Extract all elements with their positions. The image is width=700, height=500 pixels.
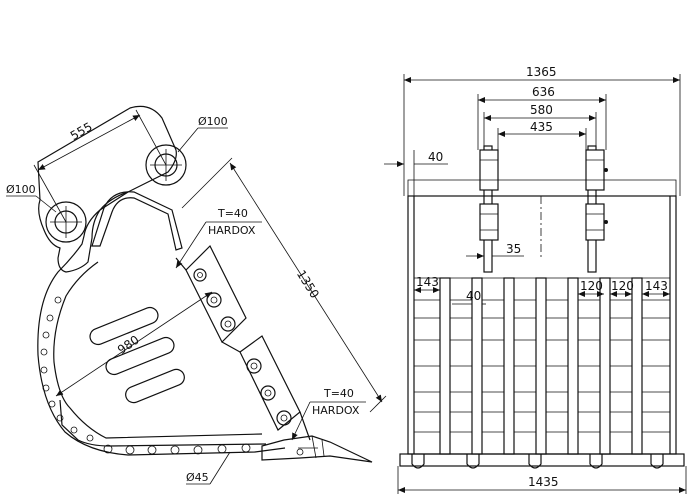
side-slots: [89, 306, 185, 404]
dim-phi100-top-label: Ø100: [198, 115, 228, 128]
dim-980: 980: [55, 291, 213, 397]
dim-1350-label: 1350: [294, 268, 322, 301]
dim-435: 435: [497, 120, 587, 150]
dim-phi45: Ø45: [186, 451, 231, 485]
dim-phi45-label: Ø45: [186, 471, 209, 484]
tine-plate-lower: [239, 335, 301, 431]
hardox-bottom-label: HARDOX: [312, 404, 360, 417]
dim-phi100-left: Ø100: [6, 183, 57, 213]
dim-143-left-label: 143: [416, 275, 439, 289]
bottom-bolt-holes: [103, 443, 251, 455]
dim-35: 35: [466, 242, 524, 259]
t40-top-label: T=40: [217, 207, 248, 220]
dim-40-left: 40: [384, 150, 448, 196]
mount-bracket-plate: [37, 105, 177, 273]
edge-bolt-holes: [40, 296, 94, 442]
dim-1435: 1435: [397, 466, 687, 494]
dim-1365-label: 1365: [526, 65, 557, 79]
dim-120-a-label: 120: [580, 279, 603, 293]
dim-1435-label: 1435: [528, 475, 559, 489]
dim-35-label: 35: [506, 242, 521, 256]
bucket-lip-line: [175, 257, 311, 441]
dim-435-label: 435: [530, 120, 553, 134]
bucket-inner-outline: [53, 261, 263, 439]
dim-143-right-label: 143: [645, 279, 668, 293]
front-view: 1365 636 580 435 40: [384, 65, 687, 494]
tine-plate-upper: [185, 244, 247, 344]
dim-555-label: 555: [68, 119, 95, 143]
side-view: 555 Ø100 Ø100 T=40 HARDOX 1350: [6, 105, 387, 485]
dim-phi100-top: Ø100: [177, 115, 228, 153]
dim-580: 580: [483, 103, 597, 146]
t40-bottom-label: T=40: [323, 387, 354, 400]
front-cutting-edge: [399, 453, 685, 469]
hardox-top-label: HARDOX: [208, 224, 256, 237]
dim-580-label: 580: [530, 103, 553, 117]
bucket-outer-outline: [37, 191, 286, 456]
dim-phi100-left-label: Ø100: [6, 183, 36, 196]
dim-1350: 1350: [181, 157, 387, 413]
note-hardox-bottom: T=40 HARDOX: [291, 387, 366, 441]
dim-1365: 1365: [403, 65, 681, 196]
note-hardox-top: T=40 HARDOX: [175, 207, 262, 269]
dim-right-spacing: 120 120 143: [578, 279, 670, 297]
dim-40-tine-label: 40: [466, 289, 481, 303]
back-plate: [407, 179, 677, 196]
dim-40-left-label: 40: [428, 150, 443, 164]
tines: [439, 277, 643, 455]
dim-636-label: 636: [532, 85, 555, 99]
dim-120-b-label: 120: [611, 279, 634, 293]
mounting-ears: [479, 145, 608, 273]
dim-143-left: 143: [414, 275, 440, 293]
dim-40-tine: 40: [452, 289, 486, 305]
bracket-strap: [91, 191, 183, 251]
dim-636: 636: [477, 85, 607, 150]
bucket-bottom-edge: [59, 399, 267, 447]
